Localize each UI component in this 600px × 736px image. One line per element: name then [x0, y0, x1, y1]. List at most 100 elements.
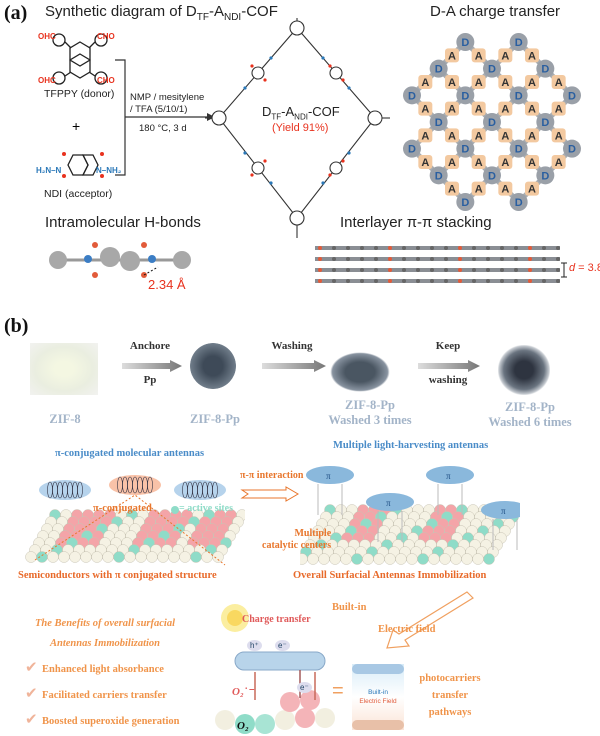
- acceptor-label: A: [475, 157, 483, 169]
- acceptor-label: A: [448, 157, 456, 169]
- acceptor-label: A: [448, 104, 456, 116]
- atom: [318, 279, 322, 283]
- donor-node: [456, 86, 475, 105]
- acceptor-label: A: [528, 130, 536, 142]
- synthesis-title: Synthetic diagram of DTF-ANDI-COF: [45, 3, 278, 23]
- acceptor-label: NDI (acceptor): [44, 188, 113, 200]
- acceptor-node: [525, 181, 539, 196]
- zif8-pp-washed3-photo: [330, 352, 390, 392]
- atom: [542, 268, 546, 272]
- pi-label: π: [326, 471, 331, 481]
- atom: [360, 257, 364, 261]
- donor-label: D: [408, 144, 416, 156]
- acceptor-label: A: [528, 157, 536, 169]
- electron-icon: e⁻: [275, 640, 290, 651]
- acceptor-node: [525, 48, 539, 63]
- step-washing-label: Washing: [271, 340, 313, 352]
- charge-transfer-label: Charge transfer: [242, 614, 311, 625]
- surface-atom: [157, 551, 169, 563]
- acceptor-label: A: [448, 77, 456, 89]
- built-in-field-arrow-icon: [386, 591, 474, 649]
- surface-atom: [58, 551, 70, 563]
- atom: [556, 246, 560, 250]
- acceptor-label: A: [501, 104, 509, 116]
- donor-label: D: [461, 197, 469, 209]
- hydrazine-right: N–NH₂: [96, 166, 122, 175]
- atom: [360, 268, 364, 272]
- antenna-cloud: [426, 466, 474, 484]
- orbital: [147, 476, 153, 494]
- donor-label: D: [515, 144, 523, 156]
- zif8-pp-washed6-photo: [498, 345, 550, 395]
- atom: [416, 268, 420, 272]
- process-arrow-icon: [122, 360, 182, 372]
- acceptor-label: A: [555, 130, 563, 142]
- stacking-title: Interlayer π-π stacking: [340, 214, 492, 231]
- aldehyde-label: CHO: [97, 32, 115, 41]
- acceptor-label: A: [475, 77, 483, 89]
- atom: [472, 246, 476, 250]
- ndi-structure: [62, 152, 104, 178]
- atom: [556, 257, 560, 261]
- donor-label: D: [488, 170, 496, 182]
- donor-label: D: [408, 90, 416, 102]
- atom: [542, 279, 546, 283]
- donor-label: D: [515, 37, 523, 49]
- acceptor-node: [445, 48, 459, 63]
- benefit-item: ✔ Facilitated carriers transfer: [25, 685, 167, 702]
- atom: [556, 279, 560, 283]
- donor-node: [429, 113, 448, 131]
- acceptor-label: A: [501, 50, 509, 62]
- atom: [402, 279, 406, 283]
- surface-atom: [362, 553, 374, 565]
- acceptor-node: [471, 75, 486, 89]
- atom: [472, 257, 476, 261]
- atom: [528, 246, 532, 250]
- cof-network-diagram: [205, 18, 390, 238]
- donor-node: [536, 59, 555, 78]
- atom: [514, 279, 518, 283]
- surface-atom: [146, 551, 158, 563]
- acceptor-node: [471, 48, 486, 63]
- acceptor-label: A: [528, 104, 536, 116]
- multi-antennas-title: Multiple light-harvesting antennas: [333, 440, 489, 451]
- donor-node: [536, 113, 555, 131]
- check-icon: ✔: [25, 711, 38, 728]
- atom: [486, 268, 490, 272]
- atom: [444, 257, 448, 261]
- atom: [514, 268, 518, 272]
- acceptor-label: A: [475, 50, 483, 62]
- atom: [318, 268, 322, 272]
- acceptor-label: A: [448, 130, 456, 142]
- atom: [388, 257, 392, 261]
- acceptor-label: A: [475, 104, 483, 116]
- orbital: [77, 481, 83, 499]
- atom: [472, 268, 476, 272]
- surface-atom: [102, 551, 114, 563]
- donor-node: [563, 139, 581, 158]
- acceptor-label: A: [475, 130, 483, 142]
- surface-atom: [190, 551, 202, 563]
- donor-label: D: [541, 170, 549, 182]
- acceptor-node: [498, 75, 513, 89]
- acceptor-node: [498, 181, 513, 196]
- photo-label: ZIF-8: [49, 412, 81, 426]
- donor-node: [483, 113, 501, 131]
- donor-node: [563, 86, 581, 105]
- acceptor-node: [551, 155, 566, 169]
- donor-label: D: [568, 144, 576, 156]
- atom: [528, 268, 532, 272]
- atom: [388, 268, 392, 272]
- antenna-cloud: [366, 493, 414, 511]
- surface-atom: [47, 551, 59, 563]
- donor-label: D: [461, 37, 469, 49]
- atom: [444, 268, 448, 272]
- donor-label: D: [541, 117, 549, 129]
- donor-node: [403, 86, 421, 105]
- acceptor-node: [418, 155, 433, 169]
- charge-transfer-diagram: [215, 604, 335, 734]
- donor-label: D: [541, 64, 549, 76]
